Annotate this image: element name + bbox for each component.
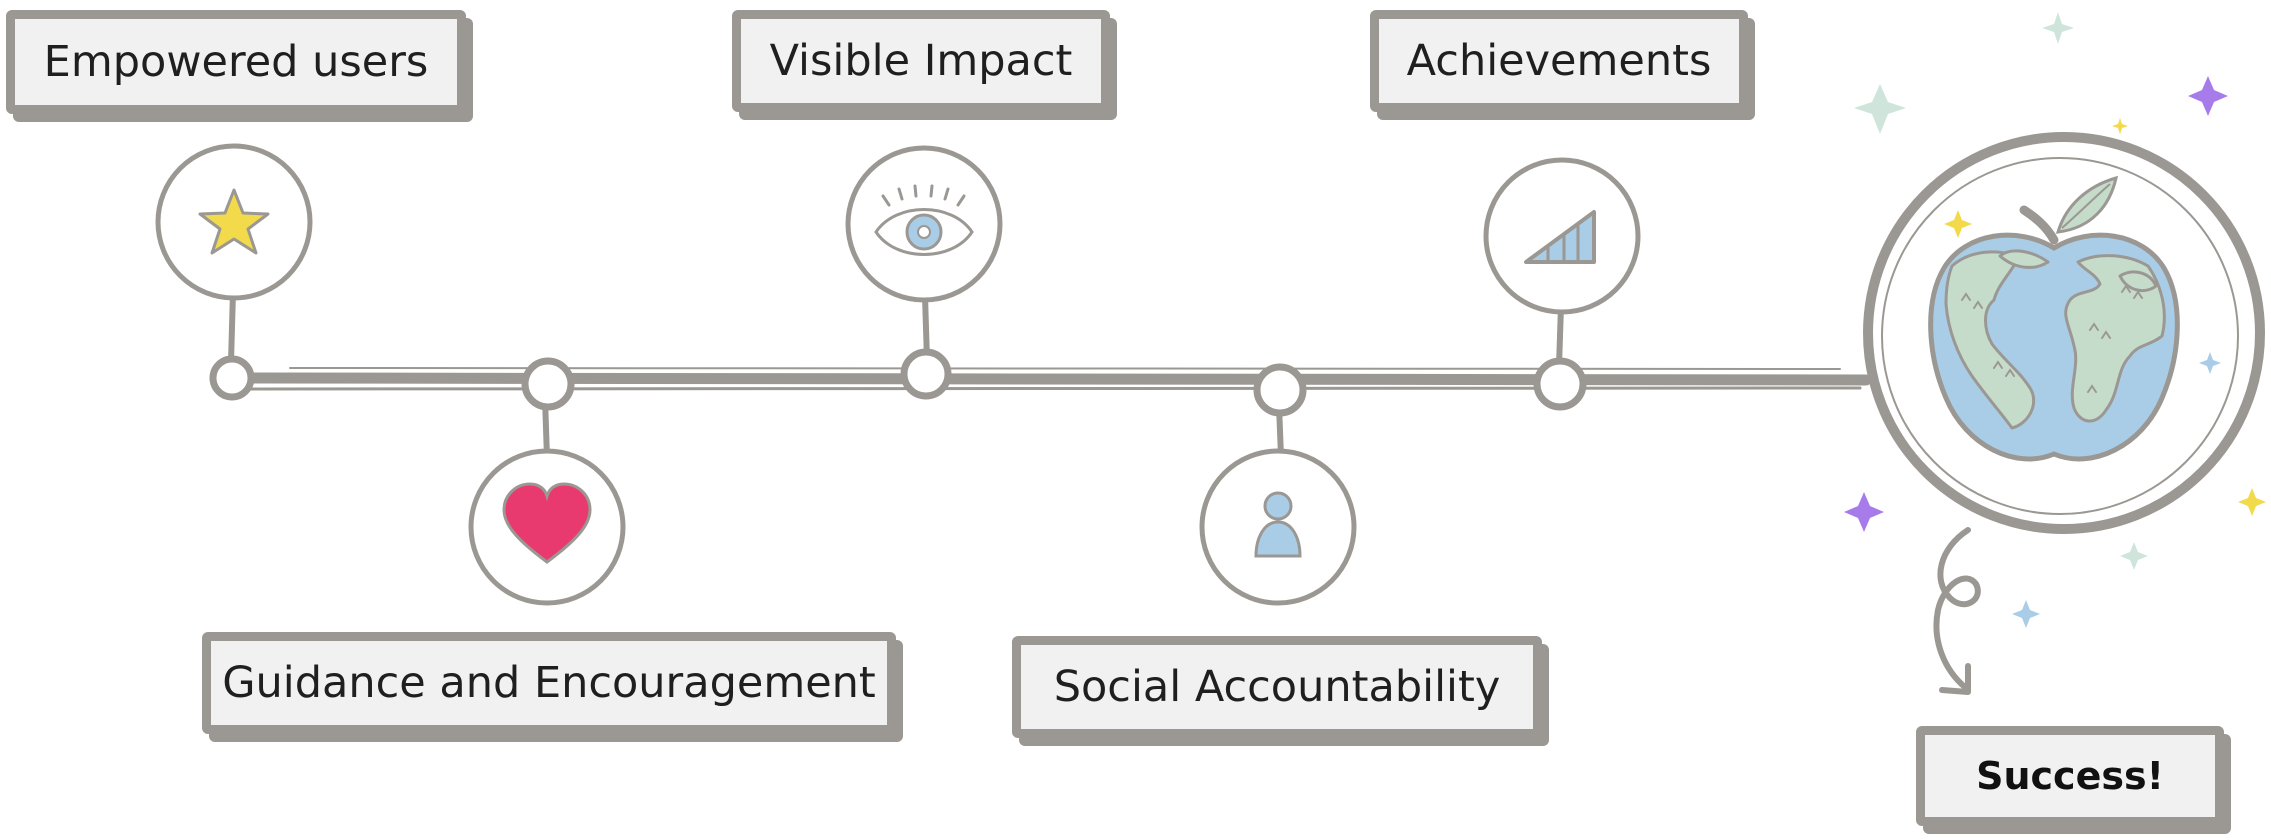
stage-label-empowered-users: Empowered users — [6, 10, 466, 114]
eye-icon — [874, 184, 974, 256]
bar-chart-icon — [1524, 210, 1596, 264]
outcome-label-success: Success! — [1916, 726, 2224, 826]
timeline-node-2 — [521, 357, 575, 411]
sparkle-icon — [2112, 118, 2128, 134]
timeline-node-1 — [209, 355, 255, 401]
timeline-line — [224, 367, 1872, 391]
sparkle-icon — [1844, 492, 1884, 532]
sparkle-icon — [1854, 84, 1906, 134]
timeline-node-4 — [1253, 363, 1307, 417]
decorative-sparkles — [1844, 12, 2266, 628]
sparkle-icon — [2120, 542, 2148, 570]
sparkle-icon — [2199, 352, 2221, 374]
heart-icon — [502, 482, 592, 564]
globe-apple-icon — [1863, 132, 2265, 534]
curly-arrow-icon — [1933, 527, 1981, 695]
timeline-node-3 — [900, 348, 952, 400]
timeline-node-5 — [1533, 357, 1587, 411]
sparkle-icon — [2238, 488, 2266, 516]
star-icon — [198, 188, 270, 255]
stage-label-visible-impact: Visible Impact — [732, 10, 1110, 112]
stage-label-achievements: Achievements — [1370, 10, 1748, 112]
person-icon — [1254, 491, 1302, 558]
stage-label-social-accountability: Social Accountability — [1012, 636, 1542, 738]
sparkle-icon — [2188, 76, 2228, 116]
sparkle-icon — [1944, 210, 1972, 238]
stage-label-guidance: Guidance and Encouragement — [202, 632, 896, 734]
sparkle-icon — [2042, 12, 2074, 44]
sparkle-icon — [2012, 600, 2040, 628]
